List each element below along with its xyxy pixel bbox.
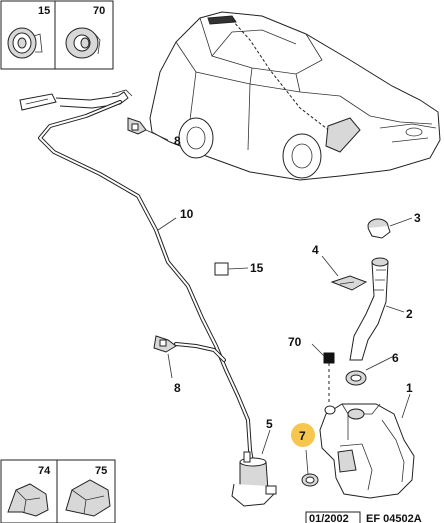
date-code-box bbox=[305, 511, 361, 523]
grommet-part-70 bbox=[65, 27, 101, 59]
callout-6: 6 bbox=[392, 351, 399, 365]
washer-jet-assembly bbox=[19, 89, 133, 111]
vehicle-reservoir-location bbox=[325, 117, 361, 153]
rear-washer-jet bbox=[207, 15, 237, 25]
diagram-reference: EF 04502A bbox=[366, 513, 422, 523]
callout-4: 4 bbox=[312, 243, 319, 257]
inset-boxes-top: 15 70 bbox=[0, 0, 114, 70]
footer-reference: 01/2002 EF 04502A bbox=[305, 511, 422, 523]
filler-cap-3 bbox=[367, 218, 391, 239]
date-code: 01/2002 bbox=[309, 513, 349, 523]
clip-part-75 bbox=[65, 479, 111, 517]
hose-connector-8-lower bbox=[153, 335, 177, 353]
leader-lines bbox=[145, 129, 413, 475]
grommet-70-marker bbox=[323, 352, 335, 404]
callout-70: 70 bbox=[288, 335, 302, 349]
washer-hose-10 bbox=[38, 100, 254, 464]
hose-connector-8-upper bbox=[127, 117, 147, 135]
inset-label-70: 70 bbox=[93, 5, 105, 17]
grommet-15-marker bbox=[214, 262, 229, 276]
inset-box-70 bbox=[54, 0, 114, 70]
grommet-part-15 bbox=[7, 27, 43, 59]
callout-7: 7 bbox=[299, 429, 306, 443]
filler-neck-2 bbox=[349, 257, 389, 361]
inset-label-75: 75 bbox=[95, 465, 107, 477]
callout-8-upper: 8 bbox=[174, 134, 181, 148]
callout-7-highlight bbox=[291, 423, 315, 447]
vehicle-illustration bbox=[149, 11, 441, 181]
inset-box-75 bbox=[56, 459, 116, 523]
callout-5: 5 bbox=[266, 417, 273, 431]
rear-wheel bbox=[178, 117, 214, 159]
inset-label-74: 74 bbox=[38, 465, 51, 477]
callout-8-lower: 8 bbox=[174, 381, 181, 395]
callout-labels: 8 10 15 3 4 2 6 70 8 1 5 7 bbox=[174, 134, 421, 443]
front-wheel bbox=[282, 133, 322, 179]
pump-seal-7 bbox=[301, 473, 319, 487]
seal-6 bbox=[345, 370, 367, 386]
callout-15: 15 bbox=[250, 261, 264, 275]
callout-3: 3 bbox=[414, 211, 421, 225]
washer-pump-5 bbox=[231, 451, 277, 507]
callout-10: 10 bbox=[180, 207, 194, 221]
washer-reservoir-1 bbox=[319, 403, 415, 499]
inset-label-15: 15 bbox=[38, 5, 50, 17]
callout-2: 2 bbox=[406, 307, 413, 321]
inset-boxes-bottom: 74 75 bbox=[0, 459, 116, 523]
filler-clip-4 bbox=[330, 275, 368, 291]
callout-1: 1 bbox=[406, 381, 413, 395]
clip-part-74 bbox=[7, 483, 49, 517]
